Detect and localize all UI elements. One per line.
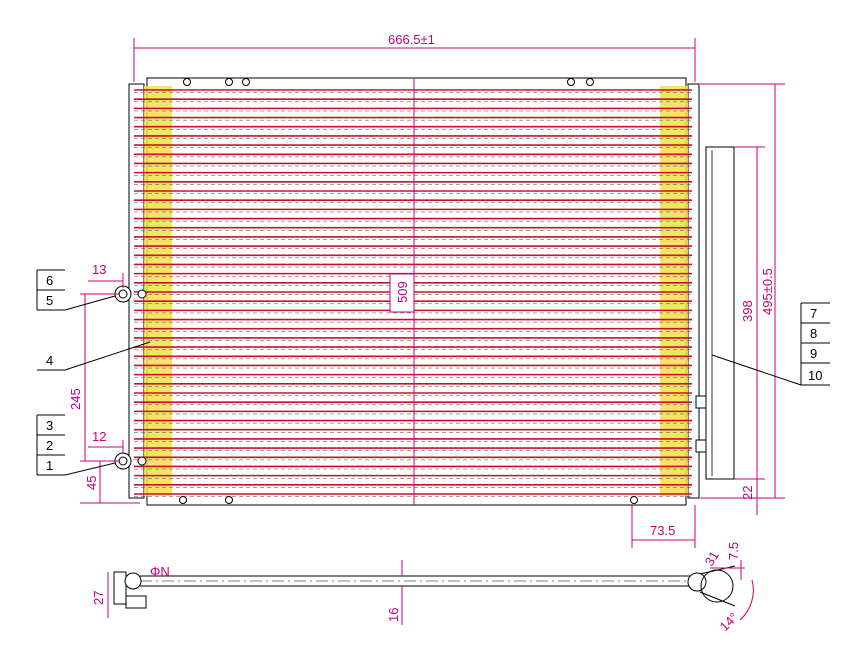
dim-overall-width: 666.5±1: [388, 32, 435, 47]
dim-core-height: 509: [395, 281, 410, 303]
callouts: [36, 269, 830, 476]
tube-array: [134, 89, 692, 497]
receiver-clip-2: [695, 439, 707, 453]
bottom-right-fitting: [687, 572, 707, 592]
top-bracket: [567, 78, 575, 86]
bottom-left-fitting: [113, 571, 127, 605]
callout-10: 10: [808, 368, 822, 383]
dim-bottom-width-left: 27: [91, 591, 106, 605]
right-header-tank: [687, 83, 700, 499]
dim-tank-height: 495±0.5: [760, 268, 775, 315]
bottom-bracket: [179, 496, 187, 504]
dim-receiver-length: 398: [740, 300, 755, 322]
dim-lower-port-offset: 12: [92, 429, 106, 444]
top-bracket: [242, 78, 250, 86]
dim-bottom-depth: 16: [386, 608, 401, 622]
mounting-brackets: [179, 78, 638, 504]
callout-4: 4: [46, 353, 53, 368]
dim-bottom-flange: 7.5: [726, 542, 741, 560]
top-bracket: [183, 78, 191, 86]
bottom-bracket: [225, 496, 233, 504]
callout-2: 2: [46, 438, 53, 453]
dim-small-mark: ΦN: [150, 564, 170, 579]
callout-3: 3: [46, 418, 53, 433]
dim-port-spacing: 245: [68, 388, 83, 410]
top-bracket: [225, 78, 233, 86]
dim-core-height-box: 509: [389, 273, 415, 313]
callout-7: 7: [810, 306, 817, 321]
bottom-view: [113, 565, 736, 609]
dim-bottom-width-right: 31: [702, 548, 722, 568]
bottom-dimensions: [107, 560, 754, 625]
dim-angle: 14°: [717, 610, 742, 635]
dimensions: [80, 38, 785, 548]
bottom-bracket: [630, 496, 638, 504]
top-bracket: [586, 78, 594, 86]
dim-receiver-offset: 73.5: [650, 523, 675, 538]
lower-port-bolt: [137, 456, 147, 466]
dim-bottom-offset: 22: [740, 486, 755, 500]
upper-port-bolt: [137, 289, 147, 299]
dim-upper-port-offset: 13: [92, 262, 106, 277]
callout-1: 1: [46, 458, 53, 473]
receiver-drier: [705, 146, 735, 480]
callout-6: 6: [46, 273, 53, 288]
dim-left-bottom: 45: [84, 476, 99, 490]
front-view: [114, 77, 735, 506]
callout-8: 8: [810, 326, 817, 341]
callout-9: 9: [810, 346, 817, 361]
callout-5: 5: [46, 293, 53, 308]
receiver-clip-1: [695, 395, 707, 409]
